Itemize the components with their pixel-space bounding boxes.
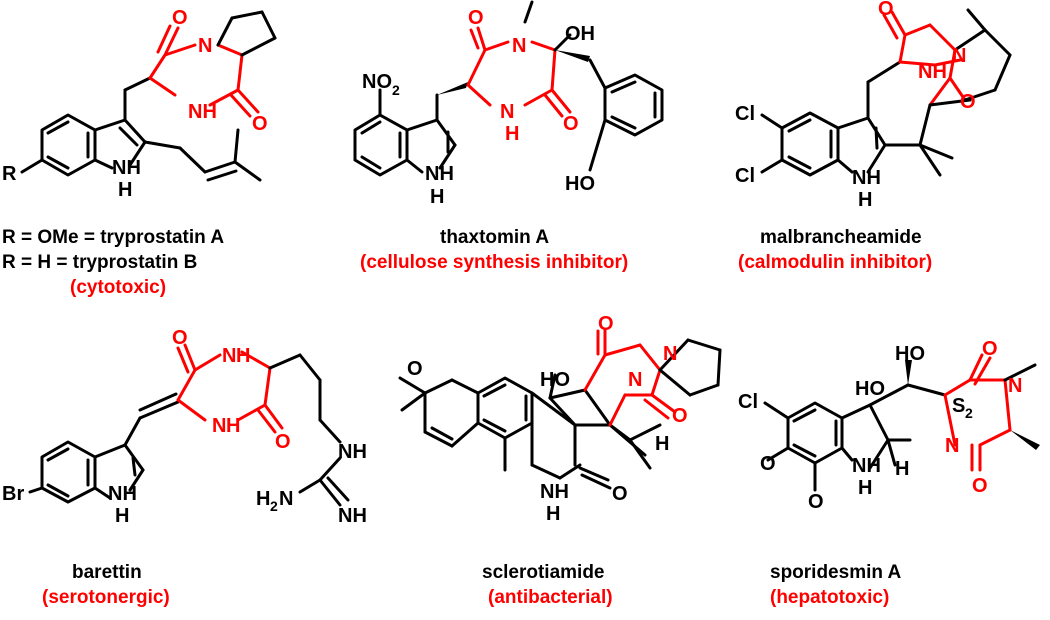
thaxtomin-dkp-n1: N [512,35,526,57]
thaxtomin-indole-nh: NH [425,163,454,185]
barettin-structure: Br NH H N H N H O O NH H 2 N NH barettin… [2,327,367,608]
malbrancheamide-n: N [952,45,966,67]
sclerotiamide-o2: O [672,405,688,427]
sporidesmin-name: sporidesmin A [770,562,902,583]
tryprostatin-activity: (cytotoxic) [70,277,166,298]
thaxtomin-no2-subscript: 2 [392,82,400,98]
malbrancheamide-hn: NH [918,61,947,83]
tryprostatin-dkp-n: N [198,35,212,57]
sporidesmin-indoline-h2: H [858,477,872,499]
sporidesmin-structure: Cl HO HO NH H H N N S 2 O O O O sporides… [738,338,1040,608]
thaxtomin-oh: OH [565,23,595,45]
sporidesmin-ho-left: HO [855,378,885,400]
tryprostatin-dkp-nh: NH [188,101,217,123]
barettin-dkp-o1: O [172,327,188,349]
malbrancheamide-indole-h: H [858,189,872,211]
sporidesmin-o1: O [982,338,998,360]
barettin-indole-nh: NH [108,483,137,505]
sporidesmin-indoline-nh: NH [852,455,881,477]
sporidesmin-activity: (hepatotoxic) [770,587,889,608]
sclerotiamide-oxindole-o: O [612,483,628,505]
barettin-dkp-h-bottom: H [226,415,240,437]
barettin-name: barettin [72,562,142,583]
malbrancheamide-name: malbrancheamide [760,227,922,248]
sclerotiamide-n: N [663,343,677,365]
tryprostatin-indole-nh: NH [112,157,141,179]
malbrancheamide-activity: (calmodulin inhibitor) [738,252,932,273]
tryprostatin-indole-h: H [118,179,132,201]
sclerotiamide-name: sclerotiamide [482,562,605,583]
sporidesmin-ho-top: HO [895,343,925,365]
malbrancheamide-o2: O [960,91,976,113]
barettin-guanidine-nh2: NH [338,505,367,527]
sporidesmin-n1: N [945,435,959,457]
thaxtomin-dkp-h: H [505,123,519,145]
barettin-guanidine-nh: NH [338,441,367,463]
thaxtomin-activity: (cellulose synthesis inhibitor) [360,252,628,273]
tryprostatin-dkp-o1: O [172,7,188,29]
sclerotiamide-h: H [655,433,669,455]
sporidesmin-h: H [895,458,909,480]
sporidesmin-s2-subscript: 2 [965,405,973,421]
thaxtomin-ho: HO [565,173,595,195]
thaxtomin-name: thaxtomin A [440,227,549,248]
sclerotiamide-o1: O [598,313,614,335]
sclerotiamide-hn: N [628,369,642,391]
barettin-br: Br [2,483,24,505]
tryprostatin-name-line-2: R = H = tryprostatin B [2,252,197,273]
barettin-dkp-n-bottom: N [212,415,226,437]
tryprostatin-dkp-o2: O [252,113,268,135]
barettin-guanidine-h2n-subscript: 2 [270,498,278,514]
malbrancheamide-cl1: Cl [735,103,755,125]
malbrancheamide-cl2: Cl [735,165,755,187]
sporidesmin-o2: O [972,475,988,497]
thaxtomin-structure: NO 2 NH H N N H O O OH HO thaxtomin A (c… [353,0,664,273]
malbrancheamide-indole-nh: NH [852,167,881,189]
tryprostatin-name-line-1: R = OMe = tryprostatin A [2,227,224,248]
barettin-guanidine-h2n-n: N [279,488,293,510]
sporidesmin-ome2: O [808,491,824,513]
barettin-activity: (serotonergic) [42,587,170,608]
thaxtomin-no2: NO [362,71,392,93]
sclerotiamide-activity: (antibacterial) [488,587,613,608]
sporidesmin-ome1: O [760,453,776,475]
thaxtomin-dkp-o2: O [563,113,579,135]
sporidesmin-s2: S [952,395,965,417]
malbrancheamide-structure: Cl Cl NH H N NH O O malbrancheamide (cal… [735,0,1012,273]
sclerotiamide-oxindole-h: H [546,503,560,525]
barettin-dkp-h-top: H [236,345,250,367]
barettin-dkp-o2: O [275,431,291,453]
thaxtomin-dkp-o1: O [468,7,484,29]
sclerotiamide-chromene-o: O [407,358,423,380]
barettin-dkp-n-top: N [222,345,236,367]
tryprostatin-r-label: R [2,163,17,185]
sclerotiamide-oxindole-nh: NH [540,481,569,503]
sclerotiamide-structure: HO O NH H O N N O O H sclerotiamide (ant… [398,313,722,608]
barettin-indole-h: H [115,505,129,527]
barettin-guanidine-h2n: H [256,488,270,510]
tryprostatin-structure: R NH H N O O NH R = OMe = tryprostatin A… [2,7,277,298]
sporidesmin-n2: N [1008,375,1022,397]
malbrancheamide-o1: O [878,0,894,20]
sclerotiamide-ho: HO [540,369,570,391]
thaxtomin-dkp-n2: N [500,101,514,123]
thaxtomin-indole-h: H [430,186,444,208]
sporidesmin-cl: Cl [738,391,758,413]
